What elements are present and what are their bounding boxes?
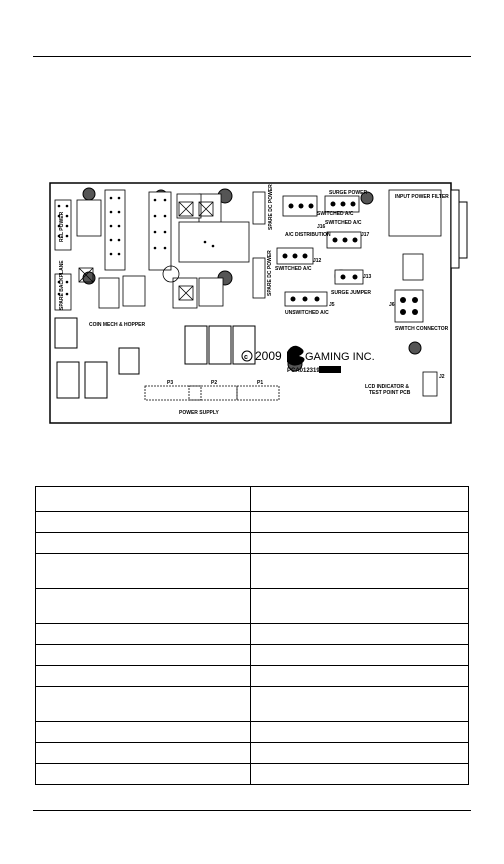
- table-cell: [35, 721, 251, 743]
- table-row: [35, 763, 469, 785]
- table-cell: [35, 742, 251, 764]
- table-cell: [35, 553, 251, 589]
- relay: [54, 317, 78, 349]
- label-ac-distribution: A/C DISTRIBUTION: [285, 232, 331, 238]
- label-lcd-indicator: LCD INDICATOR &: [365, 384, 409, 390]
- table-cell: [250, 763, 469, 785]
- logo: c 2009 GAMING INC. PCA012319-: [241, 345, 375, 374]
- svg-text:c: c: [244, 354, 248, 361]
- label-j17: J17: [361, 232, 370, 238]
- label-p2: P2: [211, 380, 217, 386]
- table-row: [35, 553, 469, 589]
- label-switched-ac-1: SWITCHED A/C: [317, 211, 354, 217]
- label-switched-ac-2: SWITCHED A/C: [325, 220, 362, 226]
- relay: [84, 361, 108, 399]
- table-cell: [35, 588, 251, 624]
- header-rule: [33, 56, 471, 57]
- label-spare-backplane: SPARE BACKPLANE: [59, 260, 65, 310]
- table-row: [35, 511, 469, 533]
- relay: [184, 325, 208, 365]
- table-row: [35, 665, 469, 687]
- table-row: [35, 532, 469, 554]
- table-cell: [35, 763, 251, 785]
- board-year: 2009: [255, 349, 282, 363]
- label-surge-jumper: SURGE JUMPER: [331, 290, 371, 296]
- company-name: GAMING INC.: [305, 351, 375, 363]
- table-cell: [250, 644, 469, 666]
- table-cell: [250, 721, 469, 743]
- table-cell: [250, 665, 469, 687]
- table-row: [35, 742, 469, 764]
- label-rel-power: REL POWER: [59, 211, 65, 242]
- table-cell: [250, 532, 469, 554]
- label-j12: J12: [313, 258, 322, 264]
- table-row: [35, 721, 469, 743]
- table-cell: [250, 553, 469, 589]
- table-cell: [250, 686, 469, 722]
- circuit-board-diagram: REL POWER SPARE BACKPLANE COIN MECH & HO…: [49, 182, 468, 424]
- relay: [56, 361, 80, 399]
- label-spare-dc-power-1: SPARE DC POWER: [268, 184, 274, 230]
- company-logo-mark: [287, 345, 305, 366]
- label-j2: J2: [439, 374, 445, 380]
- label-switch-connector: SWITCH CONNECTOR: [395, 326, 449, 332]
- table-cell: [35, 532, 251, 554]
- table-cell: [35, 623, 251, 645]
- table-row: [35, 588, 469, 624]
- relay: [118, 347, 140, 375]
- label-switched-ac-3: SWITCHED A/C: [275, 266, 312, 272]
- table-header-row: [35, 486, 469, 512]
- table-cell: [250, 486, 469, 512]
- label-surge-power: SURGE POWER: [329, 190, 367, 196]
- table-cell: [35, 644, 251, 666]
- relay: [208, 325, 232, 365]
- table-cell: [250, 742, 469, 764]
- label-j6: J6: [389, 302, 395, 308]
- label-coin-mech: COIN MECH & HOPPER: [89, 322, 146, 328]
- table-cell: [250, 511, 469, 533]
- table-cell: [35, 511, 251, 533]
- table-row: [35, 644, 469, 666]
- label-j5: J5: [329, 302, 335, 308]
- table-row: [35, 686, 469, 722]
- label-j13: J13: [363, 274, 372, 280]
- label-p1: P1: [257, 380, 263, 386]
- table-cell: [250, 588, 469, 624]
- info-table: [35, 486, 469, 785]
- label-p3: P3: [167, 380, 173, 386]
- relay: [232, 325, 256, 365]
- label-power-supply: POWER SUPPLY: [179, 410, 219, 416]
- label-test-point: TEST POINT PCB: [369, 390, 411, 396]
- label-input-power-filter: INPUT POWER FILTER: [395, 194, 449, 200]
- label-unswitched-ac: UNSWITCHED A/C: [285, 310, 329, 316]
- footer-rule: [33, 810, 471, 811]
- table-row: [35, 623, 469, 645]
- label-j16: J16: [317, 224, 326, 230]
- table-cell: [35, 686, 251, 722]
- table-cell: [35, 665, 251, 687]
- table-cell: [250, 623, 469, 645]
- table-cell: [35, 486, 251, 512]
- part-number: PCA012319-: [287, 368, 322, 374]
- label-spare-dc-power-2: SPARE DC POWER: [267, 250, 273, 296]
